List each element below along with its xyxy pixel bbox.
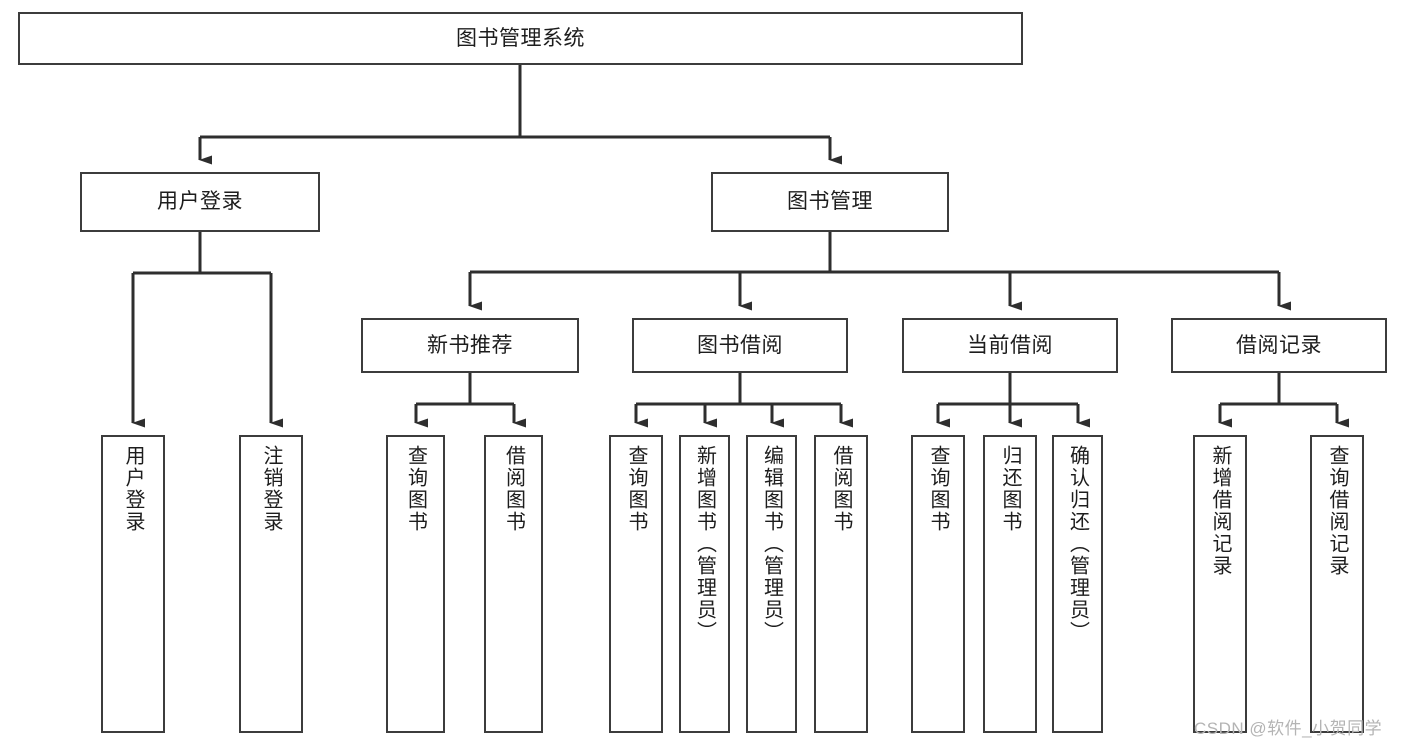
node-label: 编辑图书（管理员） [760,445,783,643]
node-leaf-query-book-borrow[interactable]: 查询图书 [609,435,663,733]
node-label: 借阅图书 [502,445,525,533]
node-leaf-confirm-return-admin[interactable]: 确认归还（管理员） [1052,435,1103,733]
node-label: 新增图书（管理员） [693,445,716,643]
node-current-borrow[interactable]: 当前借阅 [902,318,1118,373]
node-label: 图书管理 [787,190,873,214]
node-leaf-user-login[interactable]: 用户登录 [101,435,165,733]
node-label: 归还图书 [999,445,1021,533]
node-book-borrow[interactable]: 图书借阅 [632,318,848,373]
node-root-图书管理系统[interactable]: 图书管理系统 [18,12,1023,65]
node-book-manage[interactable]: 图书管理 [711,172,949,232]
node-leaf-return-book[interactable]: 归还图书 [983,435,1037,733]
node-label: 确认归还（管理员） [1066,445,1089,643]
node-label: 查询图书 [404,445,427,533]
node-leaf-add-borrow-record[interactable]: 新增借阅记录 [1193,435,1247,733]
node-leaf-query-book-rec[interactable]: 查询图书 [386,435,445,733]
node-user-login[interactable]: 用户登录 [80,172,320,232]
node-leaf-borrow-book-rec[interactable]: 借阅图书 [484,435,543,733]
node-new-book-rec[interactable]: 新书推荐 [361,318,579,373]
node-leaf-edit-book-admin[interactable]: 编辑图书（管理员） [746,435,797,733]
node-leaf-borrow-book-borrow[interactable]: 借阅图书 [814,435,868,733]
node-label: 图书借阅 [697,333,783,357]
node-label: 用户登录 [157,190,243,214]
node-leaf-query-book-current[interactable]: 查询图书 [911,435,965,733]
node-label: 借阅图书 [830,445,852,533]
node-label: 图书管理系统 [456,26,585,50]
node-label: 查询借阅记录 [1326,445,1348,577]
node-label: 当前借阅 [967,333,1053,357]
node-label: 用户登录 [122,445,144,533]
node-leaf-add-book-admin[interactable]: 新增图书（管理员） [679,435,730,733]
node-borrow-record[interactable]: 借阅记录 [1171,318,1387,373]
node-label: 新增借阅记录 [1209,445,1231,577]
node-leaf-user-logout[interactable]: 注销登录 [239,435,303,733]
node-leaf-query-borrow-record[interactable]: 查询借阅记录 [1310,435,1364,733]
node-label: 注销登录 [260,445,282,533]
node-label: 新书推荐 [427,333,513,357]
node-label: 查询图书 [927,445,949,533]
node-label: 查询图书 [625,445,647,533]
node-label: 借阅记录 [1236,333,1322,357]
